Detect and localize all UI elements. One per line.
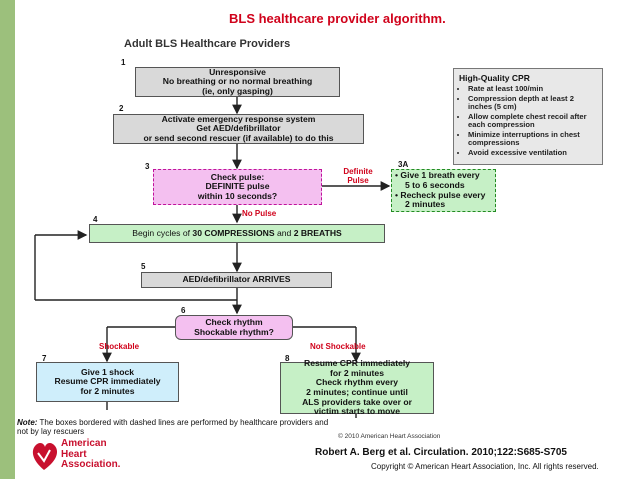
step-6-number: 6 (181, 306, 186, 315)
not-shockable-label: Not Shockable (310, 342, 366, 351)
high-quality-cpr-title: High-Quality CPR (459, 73, 530, 83)
sidebar-stripe (0, 0, 15, 479)
high-quality-cpr-item: Compression depth at least 2 inches (5 c… (468, 94, 597, 112)
step-2-line-3: or send second rescuer (if available) to… (143, 132, 334, 143)
step-3a-line-1: • Give 1 breath every (395, 170, 480, 181)
definite-pulse-label-1: Definite (343, 167, 373, 176)
no-pulse-label: No Pulse (242, 209, 277, 218)
high-quality-cpr-list: Rate at least 100/min Compression depth … (459, 84, 597, 158)
high-quality-cpr-item: Rate at least 100/min (468, 84, 597, 94)
high-quality-cpr-item: Allow complete chest recoil after each c… (468, 112, 597, 130)
step-4-pre: Begin cycles of (132, 227, 193, 238)
step-1-box: Unresponsive No breathing or no normal b… (135, 67, 340, 97)
step-5-box: AED/defibrillator ARRIVES (141, 272, 332, 288)
aha-logo-text: American Heart Association. (61, 438, 121, 471)
figure-note: Note: The boxes bordered with dashed lin… (17, 418, 337, 436)
step-3-line-1: Check pulse: (210, 171, 265, 182)
slide-copyright: Copyright © American Heart Association, … (371, 462, 599, 471)
figure-note-label: Note: (17, 418, 38, 427)
figure-title: Adult BLS Healthcare Providers (124, 38, 291, 50)
shockable-label: Shockable (99, 342, 140, 351)
step-6-box: Check rhythm Shockable rhythm? (175, 315, 293, 340)
step-2-box: Activate emergency response system Get A… (113, 114, 364, 144)
citation: Robert A. Berg et al. Circulation. 2010;… (315, 447, 567, 458)
step-3a-box: • Give 1 breath every 5 to 6 seconds • R… (391, 169, 496, 212)
step-1-line-3: (ie, only gasping) (202, 85, 273, 96)
step-7-number: 7 (42, 354, 47, 363)
slide-title: BLS healthcare provider algorithm. (229, 11, 446, 26)
step-4-box: Begin cycles of 30 COMPRESSIONS and 2 BR… (89, 224, 385, 243)
aha-logo-line-3: Association. (61, 459, 121, 470)
figure-note-text: The boxes bordered with dashed lines are… (17, 418, 329, 437)
step-4-mid: and (274, 227, 294, 238)
step-8-line-1: Resume CPR immediately (303, 358, 411, 369)
step-8-line-4: 2 minutes; continue until (306, 387, 408, 397)
step-6-line-2: Shockable rhythm? (194, 326, 274, 337)
aha-logo-line-1: American (61, 438, 107, 449)
high-quality-cpr-item: Avoid excessive ventilation (468, 148, 597, 158)
step-8-number: 8 (285, 354, 290, 363)
step-8-box: Resume CPR immediately for 2 minutes Che… (280, 358, 434, 417)
step-1-line-2: No breathing or no normal breathing (162, 76, 313, 87)
step-8-line-2: for 2 minutes (330, 367, 384, 378)
step-8-line-6: victim starts to move (314, 406, 400, 417)
step-2-line-2: Get AED/defibrillator (196, 123, 281, 134)
step-8-line-5: ALS providers take over or (302, 396, 412, 407)
step-3a-line-4: 2 minutes (405, 199, 446, 210)
step-4-bold-1: 30 COMPRESSIONS (192, 227, 275, 238)
step-3a-line-2: 5 to 6 seconds (405, 179, 465, 190)
step-3-line-2: DEFINITE pulse (205, 181, 270, 192)
step-2-line-1: Activate emergency response system (161, 113, 316, 124)
step-3a-number: 3A (398, 160, 409, 169)
figure-copyright: © 2010 American Heart Association (338, 433, 441, 440)
step-3-number: 3 (145, 162, 150, 171)
step-3-box: Check pulse: DEFINITE pulse within 10 se… (153, 169, 322, 205)
step-5-line-1: AED/defibrillator ARRIVES (182, 274, 291, 285)
aha-heart-logo-icon (32, 443, 58, 470)
step-4-text: Begin cycles of 30 COMPRESSIONS and 2 BR… (132, 227, 342, 239)
step-6-line-1: Check rhythm (205, 316, 263, 327)
step-3-line-3: within 10 seconds? (197, 190, 278, 201)
step-3a-line-3: • Recheck pulse every (395, 189, 486, 200)
high-quality-cpr-box: High-Quality CPR Rate at least 100/min C… (453, 68, 603, 165)
step-7-line-1: Give 1 shock (80, 366, 135, 377)
definite-pulse-label: Definite Pulse (336, 167, 380, 186)
step-4-bold-2: 2 BREATHS (293, 227, 342, 238)
aha-logo-line-2: Heart (61, 448, 87, 460)
step-1-line-1: Unresponsive (209, 66, 266, 77)
definite-pulse-label-2: Pulse (347, 175, 369, 185)
high-quality-cpr-item: Minimize interruptions in chest compress… (468, 130, 597, 148)
step-5-number: 5 (141, 262, 146, 271)
step-2-number: 2 (119, 104, 124, 113)
step-8-line-3: Check rhythm every (315, 377, 399, 388)
step-1-number: 1 (121, 58, 126, 67)
step-7-box: Give 1 shock Resume CPR immediately for … (36, 362, 179, 402)
step-7-line-3: for 2 minutes (80, 385, 135, 396)
step-7-line-2: Resume CPR immediately (54, 376, 161, 387)
step-4-number: 4 (93, 215, 98, 224)
